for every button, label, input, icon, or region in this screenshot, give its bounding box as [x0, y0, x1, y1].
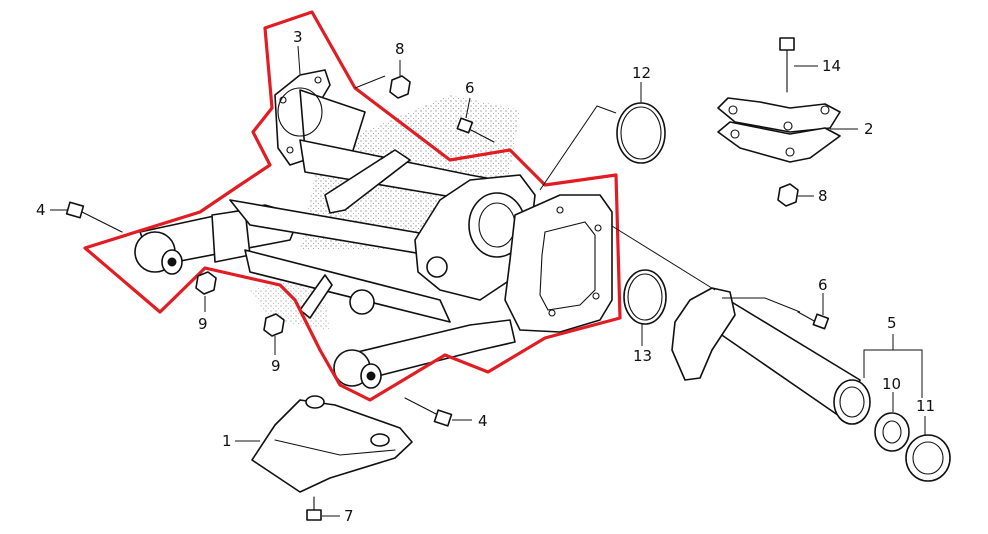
pivot-flange [277, 87, 323, 137]
part-2-brackets [717, 97, 841, 163]
bracket-plate-top [717, 97, 841, 133]
bolt-head [306, 509, 322, 521]
bushing-left-hole [167, 257, 177, 267]
pivot-flange-hole-1 [279, 96, 287, 104]
callout-8-lower: 8 [818, 187, 828, 205]
cover-hole-3 [592, 292, 600, 300]
part-12-o-ring [616, 102, 666, 164]
bracket-hole-2 [783, 121, 793, 131]
brake-cover-inner [539, 221, 596, 311]
frame-rail-lower [244, 249, 451, 323]
leader-8a-b [354, 75, 386, 89]
callout-7: 7 [344, 507, 354, 525]
skid-cover [251, 399, 413, 493]
callout-5: 5 [887, 314, 897, 332]
swingarm-assembly [134, 69, 613, 389]
skid-cover-crease [274, 439, 396, 456]
part-4-bolt-lower [404, 397, 453, 427]
callout-6-upper: 6 [465, 79, 475, 97]
leader-6a [465, 97, 471, 119]
callout-13: 13 [633, 347, 652, 365]
callout-11: 11 [916, 397, 935, 415]
callout-6-right: 6 [818, 276, 828, 294]
leader-6b [722, 297, 801, 313]
callout-1: 1 [222, 432, 232, 450]
part-4-bolt-left [65, 201, 123, 233]
callout-14: 14 [822, 57, 841, 75]
bolt-head [65, 201, 85, 219]
part-6-bolt-right [797, 311, 830, 330]
bracket-hole-3 [820, 105, 830, 115]
callout-4-left: 4 [36, 201, 46, 219]
part-9-nut-left [195, 271, 217, 295]
leader-tube-cover [611, 225, 716, 291]
part-10-seal [874, 412, 910, 452]
callout-12: 12 [632, 64, 651, 82]
bolt-head [779, 37, 795, 51]
part-5-drive-tube [671, 287, 871, 425]
part-9-nut-lower [263, 313, 285, 337]
drive-tube-end-inner [839, 386, 865, 418]
callout-10: 10 [882, 375, 901, 393]
drive-tube-flange [671, 287, 736, 381]
cover-hole-2 [594, 224, 602, 232]
part-1-cover [251, 395, 413, 493]
bracket-plate-bottom [717, 121, 841, 163]
callout-9-lower: 9 [271, 357, 281, 375]
brake-cover-plate [504, 194, 613, 333]
skid-cover-boss-2 [370, 433, 390, 447]
assembly-highlight-outline [83, 10, 622, 402]
axle-bore [426, 256, 448, 278]
bolt-head [812, 313, 830, 330]
bolt-shank [81, 211, 123, 233]
part-7-bolt [306, 496, 322, 521]
callout-3: 3 [293, 28, 303, 46]
callout-8-upper: 8 [395, 40, 405, 58]
part-8-nut-lower [777, 183, 799, 207]
bolt-shank [470, 129, 495, 143]
leader-3 [297, 45, 301, 75]
part-10-seal-inner [882, 420, 902, 444]
part-13-o-ring [623, 269, 667, 325]
callout-2: 2 [864, 120, 874, 138]
part-6-bolt-upper [456, 117, 495, 143]
drive-tube-end [833, 379, 871, 425]
part-12-o-ring-inner [620, 106, 662, 160]
bracket-lower [299, 274, 333, 319]
bracket-hole-1 [728, 105, 738, 115]
cover-hole-4 [548, 309, 556, 317]
bolt-shank [404, 397, 441, 417]
cover-hole-1 [556, 206, 564, 214]
part-11-seal-inner [912, 441, 944, 475]
bracket-hole-4 [730, 129, 740, 139]
part-14-bolt [779, 37, 795, 93]
pivot-flange-hole-3 [286, 146, 294, 154]
skid-cover-boss-1 [305, 395, 325, 409]
bushing-right-hole [366, 371, 376, 381]
leader-12b [539, 105, 617, 191]
bracket-hole-5 [785, 147, 795, 157]
part-13-o-ring-inner [627, 273, 663, 321]
bolt-head [433, 409, 453, 427]
bolt-head [456, 117, 474, 134]
pivot-flange-hole-2 [314, 76, 322, 84]
cross-tube-end [349, 289, 375, 315]
bracket-upper [324, 149, 411, 214]
callout-4-lower: 4 [478, 412, 488, 430]
bolt-shank [797, 311, 817, 323]
part-8-nut-upper [389, 75, 411, 99]
callout-9-left: 9 [198, 315, 208, 333]
